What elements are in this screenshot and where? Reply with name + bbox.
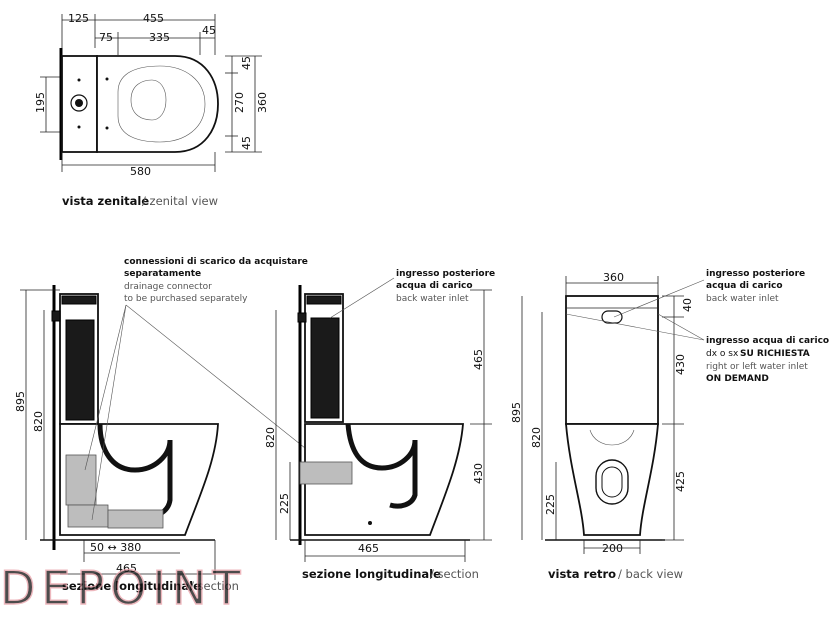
drainage-pipe — [65, 454, 97, 506]
note-drainage-line2: separatamente — [124, 269, 201, 279]
dim-430-s2: 430 — [472, 463, 485, 484]
caption-section2-light: / section — [430, 567, 479, 581]
caption-section1-light: / section — [190, 579, 239, 593]
dim-820-s1: 820 — [32, 411, 45, 432]
dim-40-back: 40 — [681, 298, 694, 312]
note-side-inlet-light: right or left water inlet — [706, 362, 808, 372]
caption-back-light: / back view — [618, 567, 683, 581]
dim-465-h-s2: 465 — [358, 542, 379, 555]
dim-465-v-s2: 465 — [472, 349, 485, 370]
section-view-1: 895 820 50 ↔ 380 465 connessioni di scar… — [14, 257, 321, 593]
note-back-inlet-light: back water inlet — [706, 294, 779, 304]
watermark-logo: DEPOINT — [0, 561, 247, 615]
dim-895-back: 895 — [510, 402, 523, 423]
note-side-inlet-line2-bold: SU RICHIESTA — [740, 349, 810, 359]
note-side-inlet-line1: ingresso acqua di carico — [706, 336, 829, 346]
dim-50-380: 50 ↔ 380 — [90, 541, 141, 554]
dim-430-back: 430 — [674, 354, 687, 375]
note-rear-inlet-light: back water inlet — [396, 294, 469, 304]
note-drainage-light2: to be purchased separately — [124, 294, 248, 304]
dim-75: 75 — [99, 31, 113, 44]
dim-335: 335 — [149, 31, 170, 44]
dim-425-back: 425 — [674, 471, 687, 492]
dim-200-back: 200 — [602, 542, 623, 555]
dim-895-s1: 895 — [14, 391, 27, 412]
zenital-view: 125 455 75 335 45 195 45 270 45 360 — [34, 12, 269, 208]
dim-820-back: 820 — [530, 427, 543, 448]
rear-inlet-icon — [601, 310, 623, 324]
dim-195: 195 — [34, 92, 47, 113]
caption-back-bold: vista retro — [548, 567, 616, 581]
dim-45-a: 45 — [240, 56, 253, 70]
dim-360: 360 — [256, 92, 269, 113]
dim-580: 580 — [130, 165, 151, 178]
caption-section2-bold: sezione longitudinale — [302, 567, 441, 581]
bowl-outline — [96, 55, 219, 153]
dim-820-s2: 820 — [264, 427, 277, 448]
dim-270: 270 — [233, 92, 246, 113]
dim-225-s2: 225 — [278, 493, 291, 514]
note-rear-inlet-line2: acqua di carico — [396, 281, 473, 291]
note-side-inlet-bold: ON DEMAND — [706, 374, 769, 384]
rear-inlet-pipe — [299, 461, 353, 485]
dim-455: 455 — [143, 12, 164, 25]
caption-section1-bold: sezione longitudinale — [62, 579, 201, 593]
cistern-top — [61, 55, 98, 153]
dim-45-top: 45 — [202, 24, 216, 37]
caption-zenital-bold: vista zenitale — [62, 194, 149, 208]
section-view-2: 465 430 820 225 465 ingresso posteriore … — [264, 269, 495, 581]
note-rear-inlet-line1: ingresso posteriore — [396, 269, 495, 279]
dim-45-b: 45 — [240, 136, 253, 150]
note-side-inlet-line2-pre: dx o sx — [706, 349, 739, 359]
note-back-inlet-line2: acqua di carico — [706, 281, 783, 291]
dim-125: 125 — [68, 12, 89, 25]
note-drainage-line1: connessioni di scarico da acquistare — [124, 257, 308, 267]
note-drainage-light1: drainage connector — [124, 282, 212, 292]
dim-360-back: 360 — [603, 271, 624, 284]
dim-225-back: 225 — [544, 494, 557, 515]
note-back-inlet-line1: ingresso posteriore — [706, 269, 805, 279]
dim-465-s1: 465 — [116, 562, 137, 575]
back-view: 360 895 820 225 40 430 425 200 ingresso … — [510, 269, 829, 581]
caption-zenital-light: / zenital view — [142, 194, 218, 208]
